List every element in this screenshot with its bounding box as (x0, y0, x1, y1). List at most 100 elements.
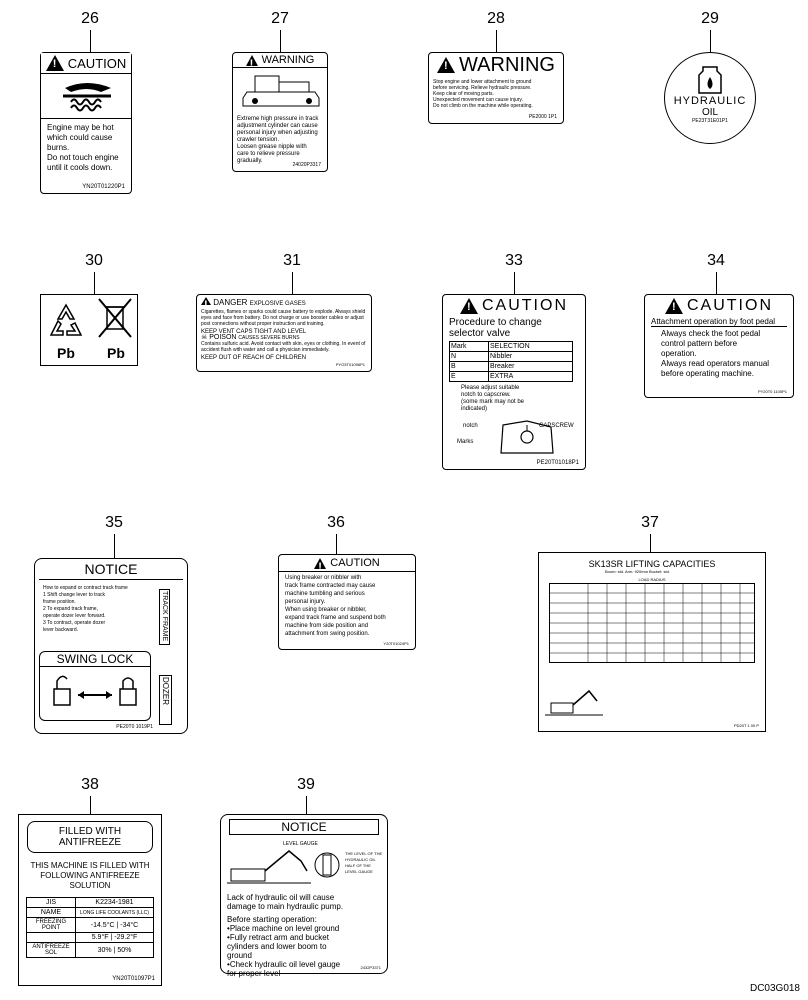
dozer-vertical-label: DOZER (159, 675, 172, 725)
caution-decal-34: CAUTION Attachment operation by foot ped… (644, 294, 794, 398)
leader-line (336, 534, 337, 554)
caution-decal-26: CAUTION Engine may be hot which could ca… (40, 52, 132, 194)
caution-decal-33: CAUTION Procedure to change selector val… (442, 294, 586, 470)
decal-text: How to expand or contract track frame 1 … (43, 585, 128, 633)
drawing-code: DC03G018 (749, 983, 800, 994)
oil-container-icon (698, 66, 722, 94)
decal-text: Stop engine and lower attachment to grou… (433, 79, 533, 109)
decal-text: THIS MACHINE IS FILLED WITH FOLLOWING AN… (30, 861, 150, 890)
part-code: YN20T01220P1 (82, 184, 125, 190)
excavator-diagram (545, 689, 603, 716)
decal-header: NOTICE (39, 559, 183, 580)
callout-36: 36 (327, 514, 345, 531)
callout-33: 33 (505, 252, 523, 269)
notice-decal-35: NOTICE How to expand or contract track f… (34, 558, 188, 734)
label-notch: notch (463, 423, 478, 429)
decal-title: HYDRAULIC (673, 95, 747, 107)
label-capscrew: CAPSCREW (539, 423, 574, 429)
part-code: PE2000 1P1 (528, 114, 557, 120)
part-code: YN20T01097P1 (112, 976, 155, 982)
callout-39: 39 (297, 776, 315, 793)
swing-lock-panel: SWING LOCK (39, 651, 151, 721)
decal-title: SK13SR LIFTING CAPACITIES (588, 559, 716, 569)
lock-unlock-icon (53, 675, 137, 706)
leader-line (292, 272, 293, 294)
label-marks: Marks (457, 439, 474, 445)
vent-caps-line: KEEP VENT CAPS TIGHT AND LEVEL (201, 329, 307, 335)
decal-header: FILLED WITH ANTIFREEZE (27, 821, 153, 853)
callout-30: 30 (85, 252, 103, 269)
decal-text: Contains sulfuric acid. Avoid contact wi… (201, 341, 366, 353)
leader-line (716, 272, 717, 294)
excavator-icon (242, 75, 320, 107)
gauge-label: LEVEL GAUGE (283, 841, 318, 847)
caution-decal-36: CAUTION Using breaker or nibbler with tr… (278, 554, 416, 650)
gauge-side-text: THE LEVEL OF THE HYDRAULIC OIL HALF OF T… (345, 851, 383, 874)
callout-38: 38 (81, 776, 99, 793)
warning-triangle-icon (201, 297, 211, 310)
excavator-gauge-icon (227, 850, 340, 884)
decal-text: Engine may be hot which could cause burn… (41, 118, 131, 177)
callout-28: 28 (487, 10, 505, 27)
warning-triangle-icon (460, 298, 478, 314)
warning-triangle-icon (314, 557, 327, 573)
part-code: Y20T01024P1 (383, 641, 409, 646)
part-code: PD20T 1 00 P (733, 723, 759, 728)
decal-text: Using breaker or nibbler with track fram… (285, 575, 386, 637)
decal-header: CAUTION (41, 53, 131, 74)
warning-decal-28: WARNING Stop engine and lower attachment… (428, 52, 564, 124)
crossed-bin-icon (98, 298, 132, 338)
callout-29: 29 (701, 10, 719, 27)
antifreeze-decal-38: FILLED WITH ANTIFREEZE THIS MACHINE IS F… (18, 814, 162, 986)
leader-line (306, 796, 307, 814)
part-code: PE23T31E01P1 (692, 118, 728, 124)
decal-footer: KEEP OUT OF REACH OF CHILDREN (201, 355, 307, 361)
callout-27: 27 (271, 10, 289, 27)
hydraulic-oil-decal-29: HYDRAULIC OIL PE23T31E01P1 (664, 52, 756, 144)
callout-31: 31 (283, 252, 301, 269)
danger-decal-31: DANGER EXPLOSIVE GASES Cigarettes, flame… (196, 294, 372, 372)
decal-header: NOTICE (229, 819, 379, 835)
valve-diagram (500, 420, 554, 454)
leader-line (710, 30, 711, 52)
recycle-icon (49, 303, 83, 336)
leader-line (280, 30, 281, 52)
decal-header: CAUTION (279, 555, 415, 573)
step-item: •Place machine on level ground (227, 924, 340, 933)
steps-title: Before starting operation: (227, 915, 317, 924)
swing-lock-title: SWING LOCK (40, 652, 150, 667)
part-code: PY20T0 1105P1 (757, 389, 787, 394)
decal-text: Lack of hydraulic oil will cause damage … (227, 893, 344, 911)
decal-text: Extreme high pressure in track adjustmen… (237, 116, 319, 164)
poison-line: ☠ POISON CAUSES SEVERE BURNS (201, 334, 300, 341)
capacity-grid (549, 583, 755, 663)
decal-body: Lack of hydraulic oil will cause damage … (227, 893, 383, 978)
leader-line (114, 534, 115, 558)
lead-symbol-2: Pb (107, 345, 125, 361)
decal-header: CAUTION (651, 295, 787, 317)
decal-title: Attachment operation by foot pedal (651, 317, 787, 327)
warning-triangle-icon (665, 298, 683, 314)
leader-line (94, 272, 95, 294)
callout-34: 34 (707, 252, 725, 269)
part-code: PYO3T01096P1 (335, 362, 365, 367)
leader-line (90, 30, 91, 52)
decal-text: Cigarettes, flames or sparks could cause… (201, 309, 366, 327)
part-code: 2432P3371 (360, 965, 381, 970)
step-item: •Check hydraulic oil level gauge for pro… (227, 960, 341, 978)
decal-note: Please adjust suitable notch to capscrew… (461, 385, 525, 412)
leader-line (650, 534, 651, 552)
decal-title: Procedure to change selector valve (449, 317, 542, 339)
leader-line (496, 30, 497, 52)
lifting-capacities-decal-37: SK13SR LIFTING CAPACITIES Boom: std. Arm… (538, 552, 766, 732)
step-item: •Fully retract arm and bucket cylinders … (227, 933, 329, 960)
warning-decal-27: WARNING Extreme high pressure in track a… (232, 52, 328, 172)
part-code: 24020P3317 (292, 162, 321, 168)
recycle-decal-30: Pb Pb (40, 294, 138, 366)
leader-line (90, 796, 91, 814)
decal-subtitle: Boom: std. Arm: 920mm Bucket: std. (605, 569, 670, 574)
decal-subtitle: OIL (701, 107, 719, 118)
callout-35: 35 (105, 514, 123, 531)
warning-triangle-icon (45, 55, 64, 71)
